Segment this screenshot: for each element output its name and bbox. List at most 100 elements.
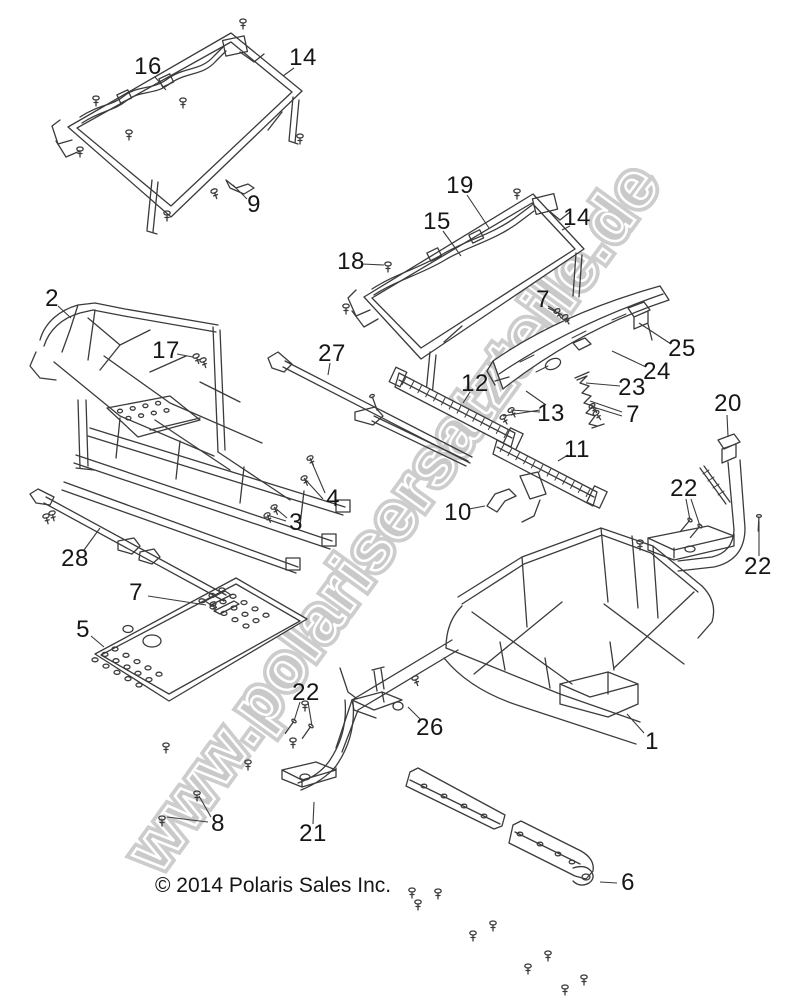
skid-hole xyxy=(440,793,448,799)
tread-hatch xyxy=(433,393,438,402)
leader-line-22 xyxy=(690,498,701,527)
leader-line-22 xyxy=(685,498,691,521)
callout-label-21: 21 xyxy=(299,820,327,847)
perforation-hole xyxy=(137,413,145,419)
screw-icon xyxy=(192,353,201,365)
callout-label-4: 4 xyxy=(326,485,340,512)
tread-hatch xyxy=(554,472,560,481)
tread-hatch xyxy=(456,405,462,414)
skid-hole xyxy=(516,831,524,837)
screw-icon xyxy=(384,261,392,273)
tread-hatch xyxy=(546,468,552,477)
perforation-hole xyxy=(163,407,170,413)
perforation-hole xyxy=(154,400,162,406)
screw-icon xyxy=(193,790,201,802)
screw-icon xyxy=(289,737,297,749)
tread-hatch xyxy=(417,385,423,394)
leader-line-9 xyxy=(232,184,248,200)
perforation-hole xyxy=(219,599,227,605)
perforation-hole xyxy=(135,682,143,688)
perforation-hole xyxy=(144,665,152,671)
perforation-hole xyxy=(198,598,206,604)
perforation-hole xyxy=(262,612,270,618)
perforation-hole xyxy=(113,669,121,676)
callout-label-26: 26 xyxy=(416,714,444,741)
perforation-hole xyxy=(101,651,109,658)
screw-icon xyxy=(489,920,497,932)
leader-line-19 xyxy=(466,194,490,229)
screw-icon xyxy=(592,409,602,421)
bed-frame-mid xyxy=(347,192,585,397)
perforation-hole xyxy=(251,606,259,612)
perforation-hole xyxy=(209,604,217,610)
bed-frame-upper xyxy=(51,32,303,235)
screw-icon xyxy=(92,95,100,107)
callout-label-2: 2 xyxy=(45,285,59,312)
perforation-hole xyxy=(116,408,124,414)
screw-icon xyxy=(210,188,219,200)
callout-label-17: 17 xyxy=(152,337,180,364)
perforation-hole xyxy=(220,610,228,617)
screw-icon xyxy=(263,512,272,523)
bracket-10 xyxy=(486,488,517,513)
skid-plate-6 xyxy=(405,767,594,886)
leader-line-13 xyxy=(525,390,547,406)
leader-line-4 xyxy=(303,477,324,500)
tread-hatch xyxy=(562,476,567,485)
perforation-hole xyxy=(124,676,132,682)
callout-label-14: 14 xyxy=(289,44,317,71)
screw-icon xyxy=(270,504,279,515)
screw-icon xyxy=(342,303,350,315)
spring-23 xyxy=(576,375,598,427)
screw-icon xyxy=(239,18,247,30)
perforation-hole xyxy=(150,410,157,416)
tread-hatch xyxy=(480,417,485,426)
screw-icon xyxy=(636,539,644,551)
perforation-hole xyxy=(129,405,136,411)
leader-line-7 xyxy=(147,595,207,606)
tread-hatch xyxy=(425,389,430,398)
perforation-hole xyxy=(112,658,120,664)
leader-line-22 xyxy=(307,701,313,727)
bracket-21 xyxy=(281,666,385,791)
tread-hatch xyxy=(507,448,513,457)
perforation-hole xyxy=(145,676,153,683)
tread-hatch xyxy=(401,376,407,386)
screw-icon xyxy=(544,950,552,962)
tread-hatch xyxy=(570,480,575,489)
callout-label-22: 22 xyxy=(292,679,320,706)
callout-label-7: 7 xyxy=(129,579,143,606)
tread-hatch xyxy=(495,425,501,434)
callout-label-22: 22 xyxy=(744,553,772,580)
copyright-text: © 2014 Polaris Sales Inc. xyxy=(155,874,392,897)
leader-line-11 xyxy=(557,454,569,462)
leader-line-7 xyxy=(589,400,623,413)
tread-hatch xyxy=(530,460,536,469)
callout-label-24: 24 xyxy=(643,358,671,385)
leader-line-10 xyxy=(468,505,486,510)
perforation-hole xyxy=(229,593,237,599)
leader-line-3 xyxy=(273,506,288,519)
leader-line-4 xyxy=(309,457,326,494)
leader-line-25 xyxy=(638,322,672,345)
tread-hatch xyxy=(499,443,505,453)
leader-line-24 xyxy=(611,350,647,368)
leader-line-15 xyxy=(442,230,462,257)
bracket-25 xyxy=(627,301,651,330)
leader-line-7 xyxy=(547,305,557,312)
rocker-rail-11 xyxy=(492,439,608,523)
callout-label-8: 8 xyxy=(211,810,225,837)
support-bar-28 xyxy=(29,488,227,602)
skid-hole xyxy=(554,851,562,857)
callout-label-14: 14 xyxy=(563,204,591,231)
screw-icon xyxy=(125,129,133,141)
skid-hole xyxy=(568,859,576,865)
leader-line-17 xyxy=(176,353,194,358)
perforation-hole xyxy=(142,403,149,409)
leader-line-26 xyxy=(407,706,422,721)
screw-icon xyxy=(162,742,170,754)
screw-icon xyxy=(561,984,569,996)
hardware-decorations xyxy=(42,18,763,996)
leader-line-3 xyxy=(266,514,287,522)
perforation-hole xyxy=(208,592,216,599)
